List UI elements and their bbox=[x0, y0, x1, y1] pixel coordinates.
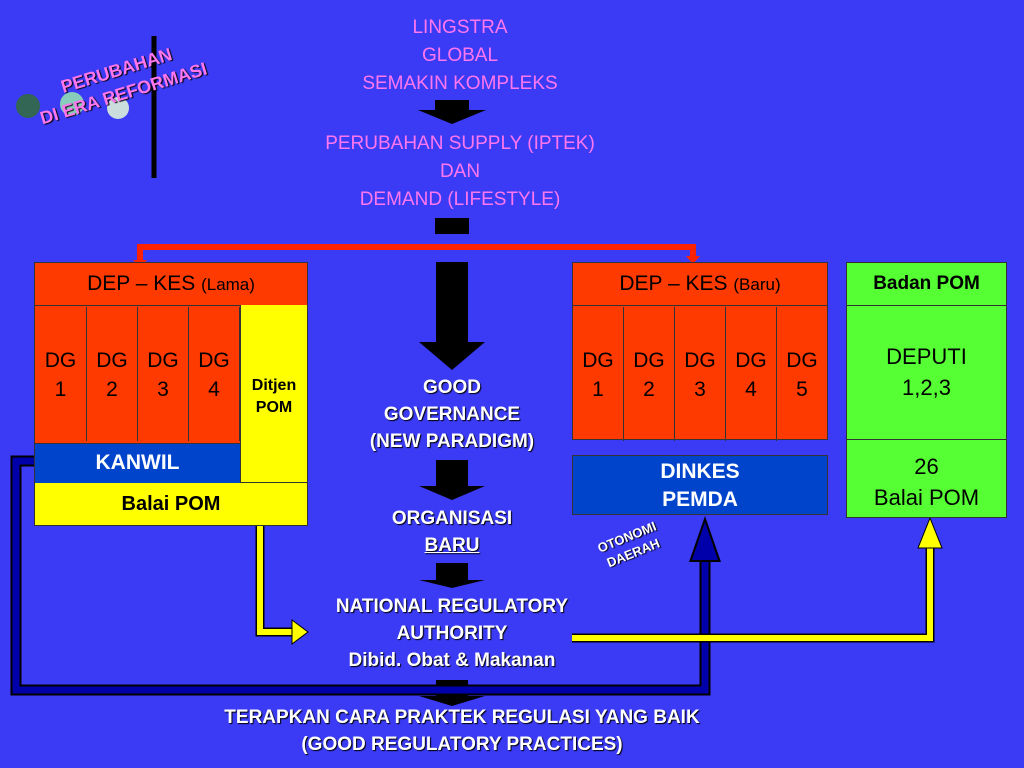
deputi-line-1: DEPUTI bbox=[886, 344, 967, 369]
badan-divider bbox=[847, 439, 1006, 440]
right-dg-4-label: DG bbox=[735, 349, 767, 372]
supply-demand: PERUBAHAN SUPPLY (IPTEK) DAN DEMAND (LIF… bbox=[270, 130, 650, 214]
gg-line-3: (NEW PARADIGM) bbox=[369, 431, 535, 452]
arrow-down-3 bbox=[419, 563, 485, 588]
corner-title: PERUBAHAN DI ERA REFORMASI bbox=[0, 44, 240, 138]
ditjen-pom-cell: Ditjen POM bbox=[240, 305, 307, 483]
kanwil-label: KANWIL bbox=[95, 451, 180, 474]
gg-line-1: GOOD bbox=[422, 377, 482, 398]
right-dg-3-number: 3 bbox=[694, 378, 706, 401]
balai-pom-label: Balai POM bbox=[121, 493, 221, 515]
depkes-baru-box: DEP – KES (Baru) DG 1 DG 2 DG 3 DG 4 DG … bbox=[572, 262, 828, 441]
depkes-baru-header: DEP – KES (Baru) bbox=[573, 263, 827, 306]
top-line-2: GLOBAL bbox=[421, 45, 499, 66]
left-dg-3-label: DG bbox=[147, 349, 179, 372]
deputi-line-2: 1,2,3 bbox=[902, 375, 951, 400]
left-dg-1-number: 1 bbox=[54, 378, 67, 401]
grp-line-2: (GOOD REGULATORY PRACTICES) bbox=[301, 734, 623, 755]
good-governance-text: GOOD GOVERNANCE (NEW PARADIGM) bbox=[330, 374, 574, 455]
right-dg-1-label: DG bbox=[582, 349, 614, 372]
left-dg-3-number: 3 bbox=[157, 378, 169, 401]
right-dg-2-number: 2 bbox=[643, 378, 655, 401]
dinkes-line-2: PEMDA bbox=[662, 488, 738, 511]
left-dg-2: DG 2 bbox=[87, 307, 138, 441]
right-dg-2-label: DG bbox=[633, 349, 665, 372]
right-dg-1-number: 1 bbox=[592, 378, 604, 401]
depkes-lama-title: DEP – KES bbox=[87, 272, 196, 295]
arrow-down-1 bbox=[418, 100, 486, 124]
gg-line-2: GOVERNANCE bbox=[383, 404, 521, 425]
supply-line-1: PERUBAHAN SUPPLY (IPTEK) bbox=[325, 133, 595, 154]
corner-dot-dark bbox=[16, 94, 40, 118]
corner-dot-pale bbox=[107, 97, 129, 119]
left-dg-4-label: DG bbox=[198, 349, 230, 372]
badan-pom-box: Badan POM DEPUTI 1,2,3 26 Balai POM bbox=[846, 262, 1007, 518]
badan-pom-header: Badan POM bbox=[847, 263, 1006, 306]
ditjen-line-1: Ditjen bbox=[251, 377, 297, 394]
left-dg-4: DG 4 bbox=[189, 307, 240, 441]
depkes-lama-note: (Lama) bbox=[201, 275, 255, 294]
supply-line-3: DEMAND (LIFESTYLE) bbox=[359, 189, 561, 210]
depkes-baru-title: DEP – KES bbox=[619, 272, 728, 295]
corner-dot-light bbox=[60, 92, 84, 116]
yellow-arrow-right bbox=[572, 516, 943, 643]
left-dg-3: DG 3 bbox=[138, 307, 189, 441]
dinkes-pemda-box: DINKES PEMDA bbox=[572, 455, 828, 515]
left-dg-4-number: 4 bbox=[208, 378, 220, 401]
right-dg-1: DG 1 bbox=[573, 307, 624, 441]
depkes-lama-box: DEP – KES (Lama) DG 1 DG 2 DG 3 DG 4 Dit… bbox=[34, 262, 308, 526]
navy-loop-connector bbox=[10, 455, 721, 696]
right-dg-3-label: DG bbox=[684, 349, 716, 372]
depkes-lama-header: DEP – KES (Lama) bbox=[35, 263, 307, 306]
nra-line-2: AUTHORITY bbox=[396, 623, 508, 644]
right-dg-4-number: 4 bbox=[745, 378, 757, 401]
right-dg-4: DG 4 bbox=[726, 307, 777, 441]
right-dg-5-label: DG bbox=[786, 349, 818, 372]
left-dg-1-label: DG bbox=[44, 349, 77, 372]
grp-line-1: TERAPKAN CARA PRAKTEK REGULASI YANG BAIK bbox=[224, 707, 700, 728]
balai-26-cell: 26 Balai POM bbox=[847, 451, 1006, 513]
good-regulatory-practices-text: TERAPKAN CARA PRAKTEK REGULASI YANG BAIK… bbox=[112, 704, 812, 758]
top-line-3: SEMAKIN KOMPLEKS bbox=[362, 73, 558, 94]
kanwil-bar: KANWIL bbox=[35, 443, 240, 483]
left-dg-2-number: 2 bbox=[106, 378, 118, 401]
left-dg-2-label: DG bbox=[96, 349, 128, 372]
left-dg-1: DG 1 bbox=[35, 307, 87, 441]
yellow-arrow-left bbox=[255, 526, 309, 645]
balai-26-line-2: Balai POM bbox=[873, 485, 980, 510]
badan-pom-title: Badan POM bbox=[873, 273, 980, 294]
org-line-2: BARU bbox=[424, 535, 480, 556]
nra-text: NATIONAL REGULATORY AUTHORITY Dibid. Oba… bbox=[282, 593, 622, 674]
ditjen-line-2: POM bbox=[255, 399, 293, 416]
red-bracket-connector bbox=[133, 218, 700, 268]
nra-line-3: Dibid. Obat & Makanan bbox=[348, 650, 556, 671]
deputi-cell: DEPUTI 1,2,3 bbox=[847, 341, 1006, 403]
nra-line-1: NATIONAL REGULATORY bbox=[335, 596, 569, 617]
right-dg-2: DG 2 bbox=[624, 307, 675, 441]
supply-line-2: DAN bbox=[439, 161, 481, 182]
right-dg-5-number: 5 bbox=[796, 378, 808, 401]
balai-26-line-1: 26 bbox=[914, 454, 939, 479]
right-dg-3: DG 3 bbox=[675, 307, 726, 441]
arrow-down-big bbox=[419, 262, 485, 370]
org-line-1: ORGANISASI bbox=[391, 508, 513, 529]
top-line-1: LINGSTRA bbox=[412, 17, 508, 38]
organisasi-baru-text: ORGANISASI BARU bbox=[340, 505, 564, 559]
top-context: LINGSTRA GLOBAL SEMAKIN KOMPLEKS bbox=[300, 14, 620, 98]
arrow-down-2 bbox=[419, 460, 485, 500]
dinkes-line-1: DINKES bbox=[660, 460, 740, 483]
balai-pom-bar: Balai POM bbox=[35, 483, 307, 525]
depkes-baru-note: (Baru) bbox=[733, 275, 781, 294]
right-dg-5: DG 5 bbox=[777, 307, 827, 441]
